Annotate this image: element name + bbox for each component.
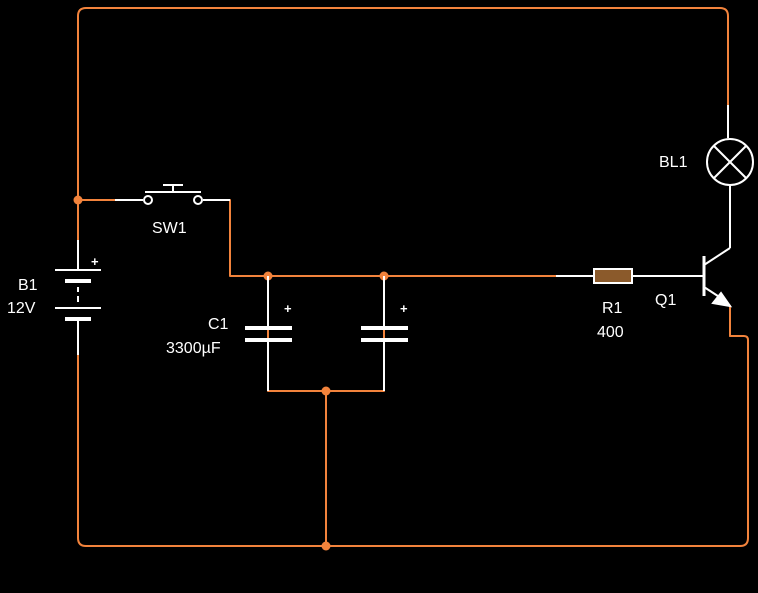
junction-dot xyxy=(73,195,83,205)
wire-bottom-loop xyxy=(77,335,749,547)
capacitor-c1-symbol xyxy=(245,276,292,391)
junctions xyxy=(73,195,389,551)
lamp-symbol xyxy=(706,105,754,186)
junction-dot xyxy=(321,541,331,551)
battery-symbol xyxy=(55,240,101,355)
pushbutton-switch-symbol xyxy=(115,184,230,205)
capacitor-value-label: 3300µF xyxy=(166,340,221,357)
battery-value-label: 12V xyxy=(7,300,36,317)
battery-plus-label: + xyxy=(91,254,99,269)
lamp-ref-label: BL1 xyxy=(659,154,688,171)
components xyxy=(55,105,754,391)
junction-dot xyxy=(321,386,331,396)
capacitor-plus-label: + xyxy=(284,301,292,316)
wires xyxy=(77,7,749,547)
switch-ref-label: SW1 xyxy=(152,220,187,237)
wire-top-loop xyxy=(77,7,729,241)
npn-transistor-symbol xyxy=(672,185,733,308)
capacitor2-plus-label: + xyxy=(400,301,408,316)
transistor-ref-label: Q1 xyxy=(655,292,676,309)
battery-ref-label: B1 xyxy=(18,277,38,294)
wire-cap-bottom xyxy=(267,275,385,392)
resistor-ref-label: R1 xyxy=(602,300,623,317)
resistor-symbol xyxy=(556,268,672,284)
capacitor-2-symbol xyxy=(361,276,408,391)
resistor-value-label: 400 xyxy=(597,324,624,341)
labels: B1 12V + SW1 C1 3300µF + + R1 400 Q1 BL1 xyxy=(7,154,688,357)
wire-switch-right-drop xyxy=(229,199,557,277)
capacitor-ref-label: C1 xyxy=(208,316,229,333)
